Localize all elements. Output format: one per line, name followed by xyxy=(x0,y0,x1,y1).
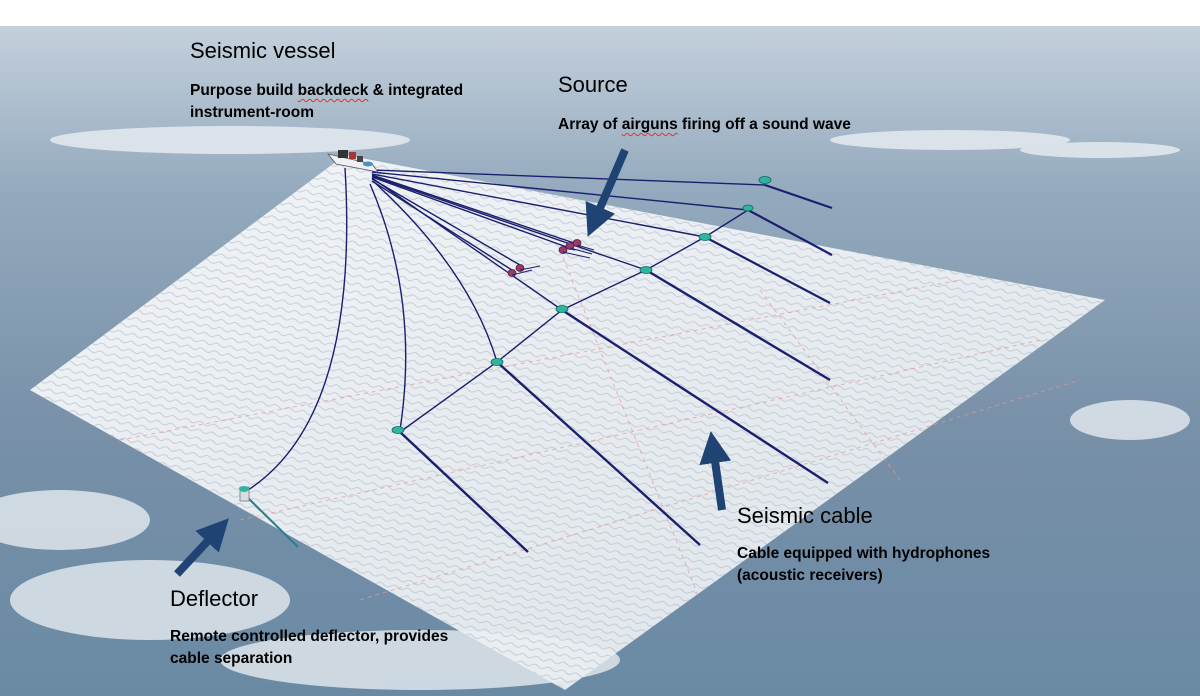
buoy-icon xyxy=(391,176,772,434)
cable-desc-line2: (acoustic receivers) xyxy=(737,567,883,584)
deflector-tail xyxy=(244,494,299,548)
vessel-desc-line2: instrument-room xyxy=(190,104,314,121)
source-title: Source xyxy=(558,72,628,97)
deflector-icon xyxy=(239,486,250,502)
deflector-title: Deflector xyxy=(170,586,259,611)
ship-icon xyxy=(326,150,379,173)
arrow-icon xyxy=(174,148,732,577)
deflector-description: Remote controlled deflector, provides ca… xyxy=(170,626,448,670)
source-desc-post: firing off a sound wave xyxy=(677,116,851,133)
cable-desc-line1: Cable equipped with hydrophones xyxy=(737,545,991,562)
source-desc-mark: airguns xyxy=(621,116,678,133)
vessel-title: Seismic vessel xyxy=(190,38,336,63)
source-desc-pre: Array of xyxy=(558,116,622,133)
vessel-description: Purpose build backdeck & integrated inst… xyxy=(190,80,463,124)
deflector-desc-line2: cable separation xyxy=(170,650,293,667)
vessel-desc-post: & integrated xyxy=(368,82,464,99)
vessel-desc-mark: backdeck xyxy=(297,82,369,99)
airgun-icon xyxy=(507,239,582,277)
cable-description: Cable equipped with hydrophones (acousti… xyxy=(737,543,990,587)
vessel-desc-pre: Purpose build xyxy=(190,82,298,99)
vessel-label: Seismic vessel xyxy=(190,38,335,64)
sea-foam xyxy=(0,126,1190,690)
sky xyxy=(0,0,1200,26)
vessel-desc-line1: Purpose build backdeck & integrated xyxy=(190,80,463,102)
cable-title: Seismic cable xyxy=(737,503,873,528)
source-description: Array of airguns firing off a sound wave xyxy=(558,114,851,136)
cables xyxy=(244,167,833,553)
deflector-desc-line1: Remote controlled deflector, provides xyxy=(170,628,449,645)
